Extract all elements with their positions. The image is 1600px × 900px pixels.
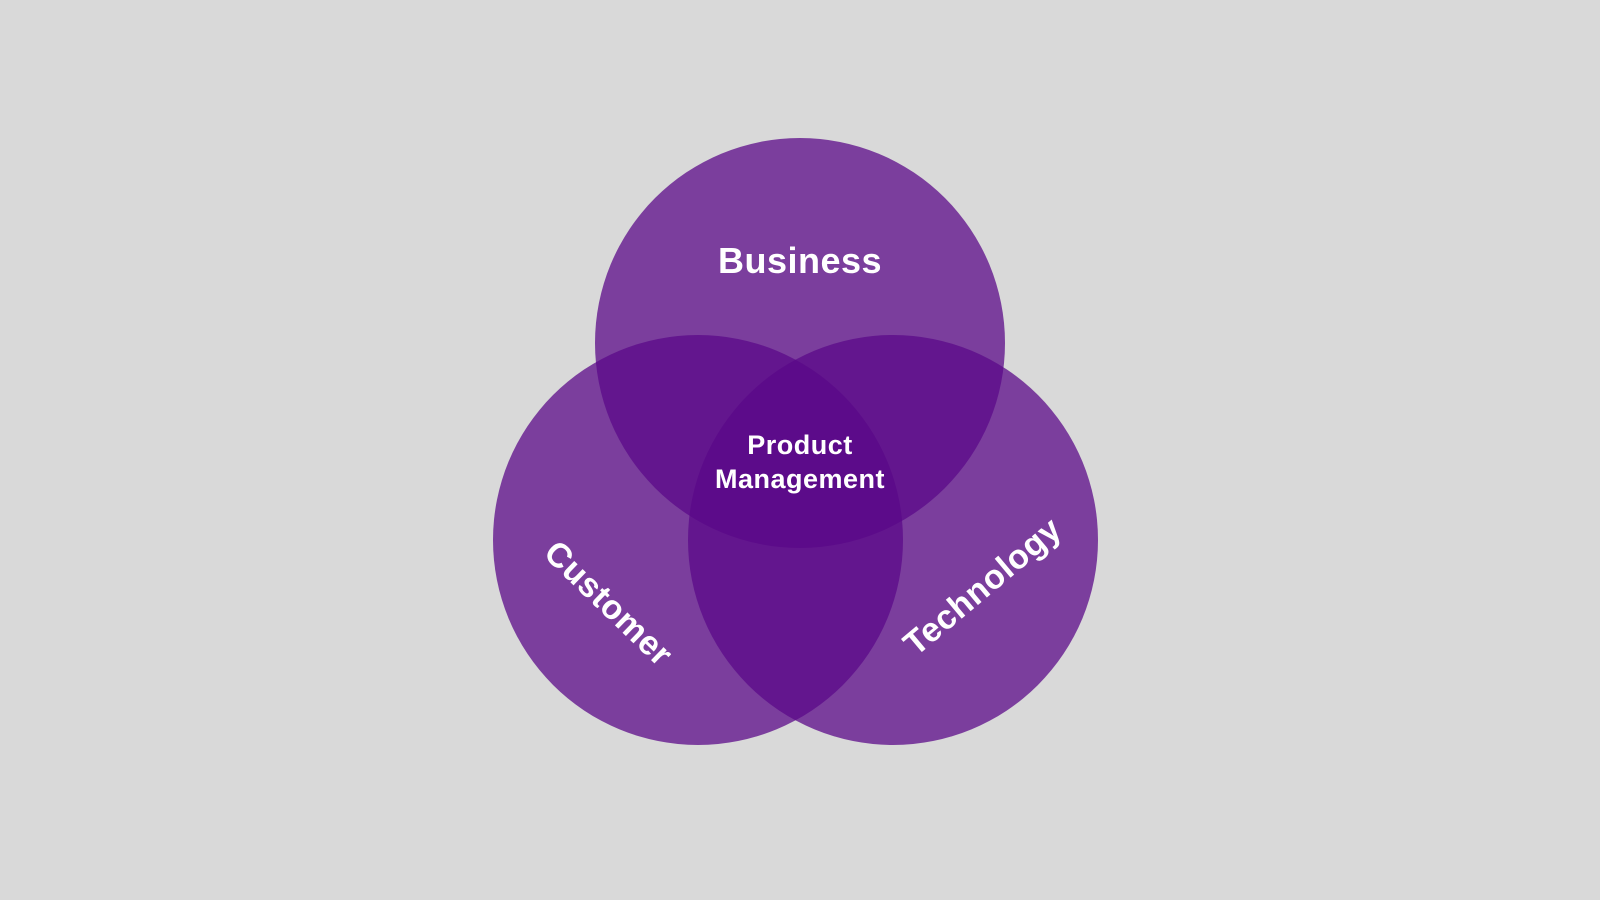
center-intersection-label: Product Management [714,430,886,494]
venn-circle-technology [688,335,1098,745]
business-label: Business [717,240,883,281]
